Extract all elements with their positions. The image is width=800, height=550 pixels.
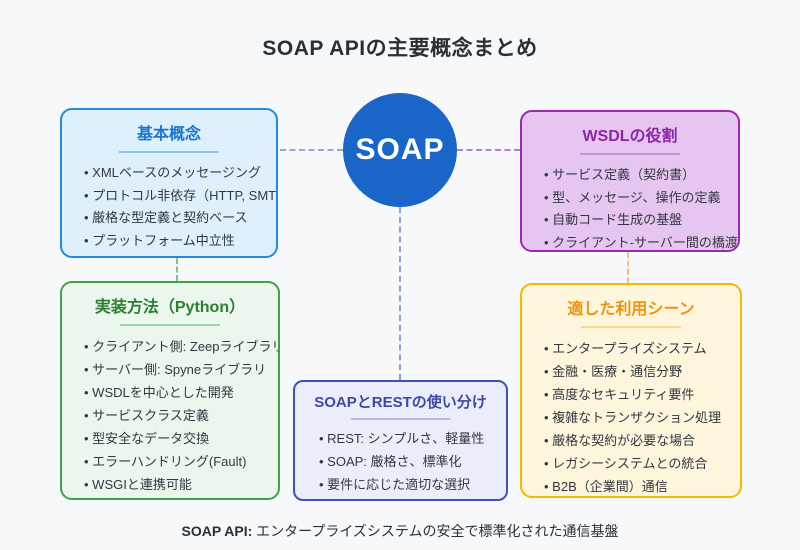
footer-summary: SOAP API: エンタープライズシステムの安全で標準化された通信基盤 — [0, 521, 800, 541]
use-cases-list: エンタープライズシステム 金融・医療・通信分野 高度なセキュリティ要件 複雑なト… — [522, 337, 740, 496]
divider — [350, 418, 451, 420]
list-item: REST: シンプルさ、軽量性 — [319, 427, 502, 450]
list-item: B2B（企業間）通信 — [544, 475, 736, 496]
list-item: エンタープライズシステム — [544, 337, 736, 360]
implementation-list: クライアント側: Zeepライブラリ サーバー側: Spyneライブラリ WSD… — [62, 335, 278, 496]
basic-concepts-list: XMLベースのメッセージング プロトコル非依存（HTTP, SMTP...) 厳… — [62, 162, 276, 252]
wsdl-role-title: WSDLの役割 — [582, 128, 678, 145]
footer-summary-text: エンタープライズシステムの安全で標準化された通信基盤 — [256, 523, 619, 539]
divider — [120, 324, 220, 326]
list-item: サービス定義（契約書） — [544, 164, 734, 187]
list-item: レガシーシステムとの統合 — [544, 452, 736, 475]
soap-vs-rest-list: REST: シンプルさ、軽量性 SOAP: 厳格さ、標準化 要件に応じた適切な選… — [295, 427, 506, 496]
list-item: サービスクラス定義 — [84, 404, 274, 427]
list-item: サーバー側: Spyneライブラリ — [84, 358, 274, 381]
list-item: プラットフォーム中立性 — [84, 230, 272, 253]
list-item: 型、メッセージ、操作の定義 — [544, 187, 734, 210]
connector-wsdl-to-usage — [627, 252, 629, 283]
list-item: クライアント側: Zeepライブラリ — [84, 335, 278, 358]
list-item: 厳格な型定義と契約ベース — [84, 207, 272, 230]
soap-center-node: SOAP — [343, 93, 457, 207]
connector-basic-to-impl — [176, 258, 178, 281]
wsdl-role-box: WSDLの役割 サービス定義（契約書） 型、メッセージ、操作の定義 自動コード生… — [520, 110, 740, 252]
use-cases-box: 適した利用シーン エンタープライズシステム 金融・医療・通信分野 高度なセキュリ… — [520, 283, 742, 498]
basic-concepts-box: 基本概念 XMLベースのメッセージング プロトコル非依存（HTTP, SMTP.… — [60, 108, 278, 258]
basic-concepts-title: 基本概念 — [136, 126, 201, 143]
soap-vs-rest-box: SOAPとRESTの使い分け REST: シンプルさ、軽量性 SOAP: 厳格さ… — [293, 380, 508, 501]
list-item: 複雑なトランザクション処理 — [544, 406, 736, 429]
list-item: XMLベースのメッセージング — [84, 162, 272, 185]
list-item: 自動コード生成の基盤 — [544, 209, 734, 232]
footer-summary-label: SOAP API: — [181, 523, 253, 539]
list-item: プロトコル非依存（HTTP, SMTP...) — [84, 185, 276, 208]
connector-soap-to-wsdl — [457, 149, 520, 151]
list-item: 高度なセキュリティ要件 — [544, 383, 736, 406]
connector-soap-to-compare — [399, 207, 401, 380]
list-item: WSDLを中心とした開発 — [84, 381, 274, 404]
implementation-box: 実装方法（Python） クライアント側: Zeepライブラリ サーバー側: S… — [60, 281, 280, 500]
list-item: 金融・医療・通信分野 — [544, 360, 736, 383]
list-item: SOAP: 厳格さ、標準化 — [319, 450, 502, 473]
soap-vs-rest-title: SOAPとRESTの使い分け — [314, 394, 487, 411]
divider — [119, 151, 219, 153]
list-item: 厳格な契約が必要な場合 — [544, 429, 736, 452]
list-item: 要件に応じた適切な選択 — [319, 473, 502, 496]
list-item: WSGIと連携可能 — [84, 473, 274, 496]
use-cases-title: 適した利用シーン — [567, 301, 695, 318]
soap-center-label: SOAP — [355, 133, 445, 166]
list-item: エラーハンドリング(Fault) — [84, 450, 274, 473]
divider — [581, 326, 681, 328]
page-title: SOAP APIの主要概念まとめ — [262, 37, 538, 61]
divider — [580, 153, 680, 155]
list-item: クライアント-サーバー間の橋渡し — [544, 232, 738, 251]
list-item: 型安全なデータ交換 — [84, 427, 274, 450]
wsdl-role-list: サービス定義（契約書） 型、メッセージ、操作の定義 自動コード生成の基盤 クライ… — [522, 164, 738, 251]
connector-basic-to-soap — [280, 149, 343, 151]
implementation-title: 実装方法（Python） — [94, 299, 246, 316]
